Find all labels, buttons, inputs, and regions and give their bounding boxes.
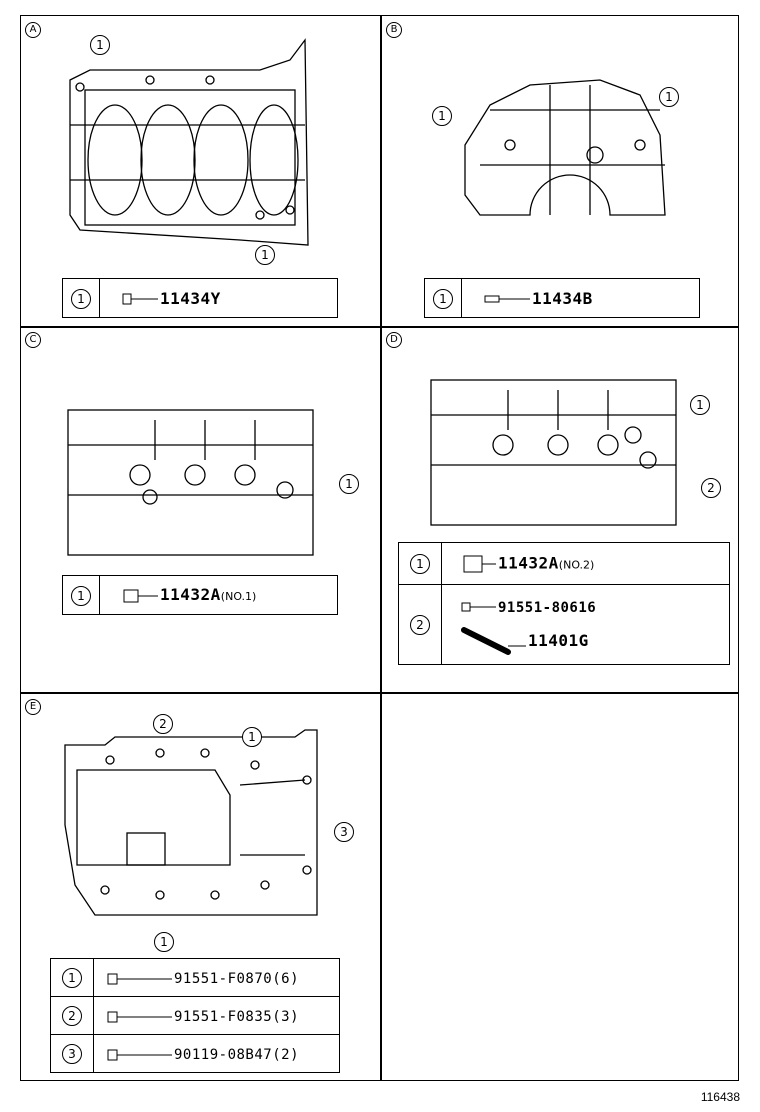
footer-code: 116438 [700, 1090, 740, 1104]
divider-row2 [20, 692, 739, 694]
divider-vertical [380, 15, 382, 1081]
row-number: 1 [71, 585, 91, 606]
panel-c-label: C [25, 332, 41, 348]
panel-b-label: B [386, 22, 402, 38]
row-number: 1 [410, 554, 430, 574]
hole-plug-icon [463, 555, 496, 572]
part-number: 11434B [532, 288, 593, 308]
table-row: 2 91551-80616 11401G [398, 584, 730, 665]
part-note: (NO.2) [558, 558, 595, 571]
panel-a-callout-1-bottom: 1 [255, 244, 275, 265]
panel-a-label: A [25, 22, 41, 38]
part-number: 90119-08B47(2) [174, 1047, 300, 1063]
panel-c-parts-table: 1 11432A(NO.1) [62, 575, 338, 615]
bolt-icon [107, 973, 172, 984]
panel-a-parts-table: 1 11434Y [62, 278, 338, 318]
part-number: 91551-F0835(3) [174, 1009, 300, 1025]
table-row: 1 91551-F0870(6) [50, 958, 340, 997]
part-note: (NO.1) [220, 590, 257, 604]
row-number: 2 [410, 615, 430, 635]
row-number: 1 [62, 968, 82, 988]
panel-b-parts-table: 1 11434B [424, 278, 700, 318]
panel-e-callout-1-bottom: 1 [154, 931, 174, 952]
panel-e-oil-pan-drawing [64, 729, 318, 916]
bolt-icon [461, 602, 496, 612]
row-number: 2 [62, 1006, 82, 1026]
part-number: 11432A [498, 553, 559, 572]
panel-e-callout-3: 3 [334, 821, 354, 842]
diagram-frame [20, 15, 739, 1081]
row-number: 1 [433, 288, 453, 309]
pin-icon [484, 295, 530, 303]
part-number: 91551-80616 [498, 599, 597, 616]
table-row: 1 11434Y [62, 278, 338, 318]
row-number: 3 [62, 1044, 82, 1064]
panel-e-label: E [25, 699, 41, 715]
part-number: 11434Y [160, 288, 221, 308]
row-number: 1 [71, 288, 91, 309]
panel-d-callout-2: 2 [701, 477, 721, 498]
panel-c-engine-block-drawing [67, 409, 314, 556]
panel-e-callout-1-top: 1 [242, 726, 262, 747]
panel-e-parts-table: 1 91551-F0870(6) 2 91551-F0835(3) 3 9011… [50, 958, 340, 1073]
part-number: 91551-F0870(6) [174, 971, 300, 987]
panel-b-callout-1-left: 1 [432, 105, 452, 126]
panel-b-engine-block-drawing [464, 79, 666, 216]
stud-bolt-icon [107, 1049, 172, 1060]
table-row: 2 91551-F0835(3) [50, 996, 340, 1035]
table-row: 3 90119-08B47(2) [50, 1034, 340, 1073]
table-row: 1 11432A(NO.1) [62, 575, 338, 615]
table-row: 1 11434B [424, 278, 700, 318]
panel-c-callout-1: 1 [339, 473, 359, 494]
divider-row1 [20, 326, 739, 328]
panel-d-callout-1: 1 [690, 394, 710, 415]
table-row: 1 11432A(NO.2) [398, 542, 730, 585]
panel-a-engine-block-drawing [69, 38, 309, 246]
oil-jet-icon [461, 627, 526, 655]
part-number-2: 11401G [528, 630, 589, 650]
panel-a-callout-1-top: 1 [90, 34, 110, 55]
panel-e-callout-2: 2 [153, 713, 173, 734]
panel-d-label: D [386, 332, 402, 348]
bolt-icon [107, 1011, 172, 1022]
panel-d-parts-table: 1 11432A(NO.2) 2 91551-80616 11401G [398, 542, 730, 665]
hole-plug-icon [123, 589, 158, 603]
panel-b-callout-1-right: 1 [659, 86, 679, 107]
part-number: 11432A [160, 585, 221, 605]
plug-icon [122, 293, 158, 305]
panel-d-engine-block-drawing [430, 379, 677, 526]
